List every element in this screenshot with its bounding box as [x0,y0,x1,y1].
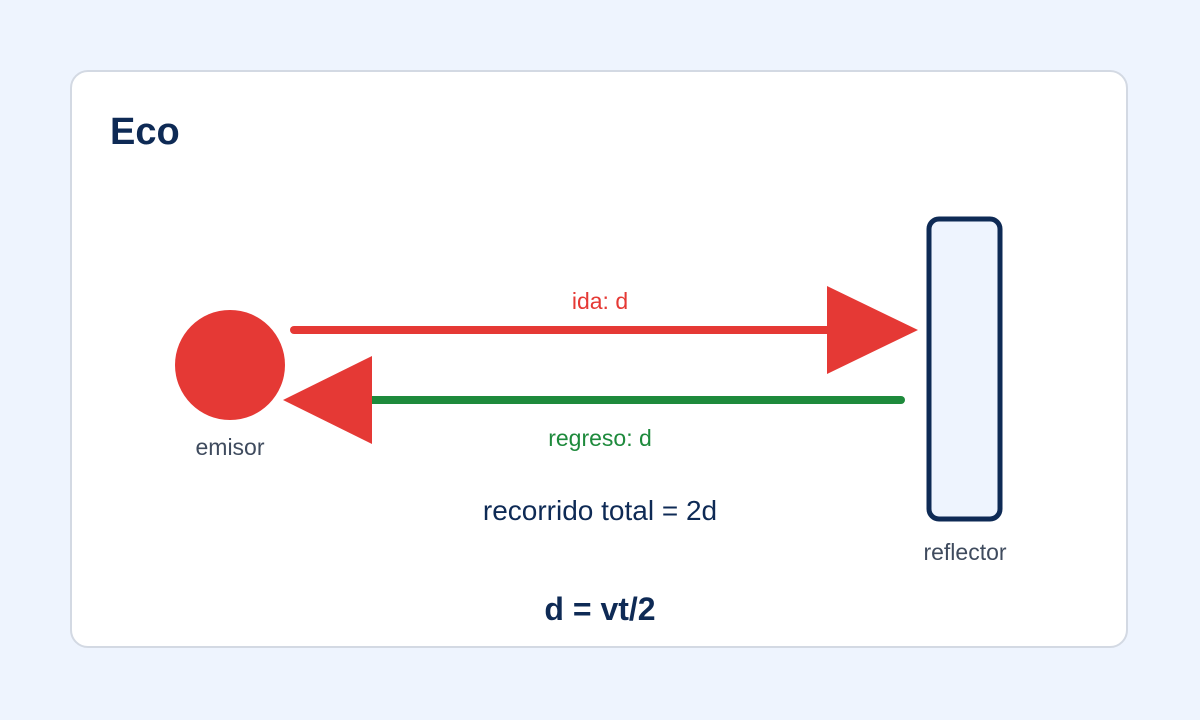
return-arrowhead [283,356,372,444]
distance-formula: d = vt/2 [544,591,656,627]
reflector-block [926,216,1003,522]
return-path-label: regreso: d [548,425,652,451]
reflector-label: reflector [923,539,1007,565]
forward-arrowhead [827,286,918,374]
diagram-title: Eco [110,111,180,153]
emitter-label: emisor [195,434,265,460]
total-distance-label: recorrido total = 2d [482,495,718,526]
forward-path-label: ida: d [571,288,629,314]
emitter-circle [175,310,285,420]
